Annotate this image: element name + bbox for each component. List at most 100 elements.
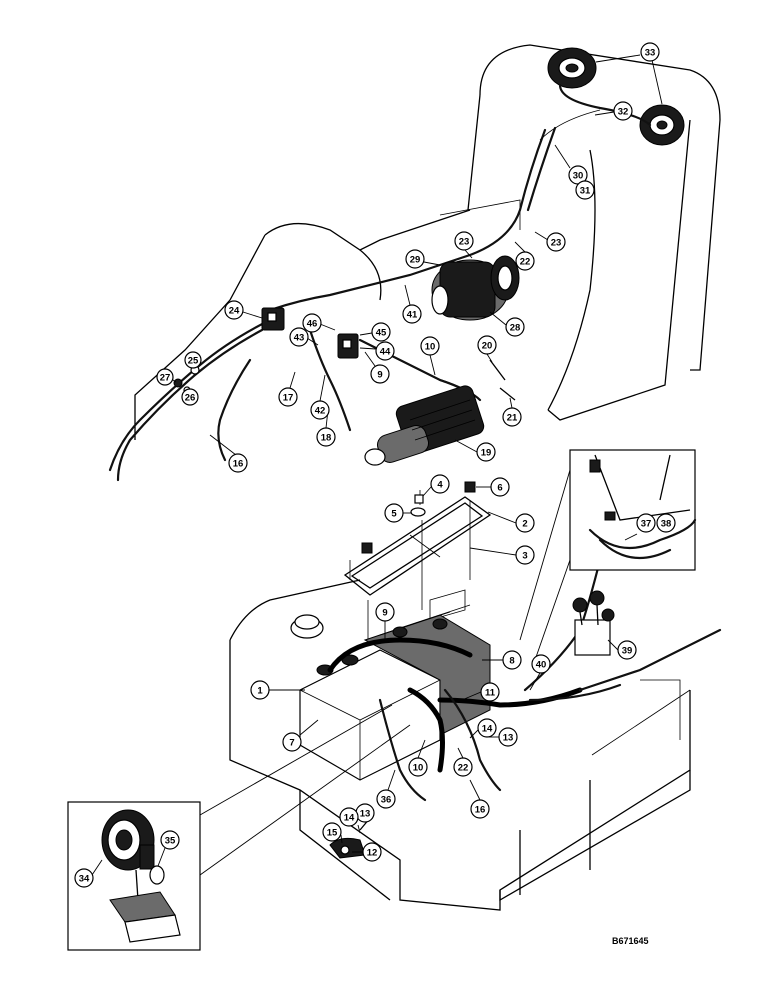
callout-10-upper-label: 10 — [425, 342, 436, 353]
callout-5-label: 5 — [391, 509, 397, 520]
callout-1-label: 1 — [257, 686, 263, 697]
callout-17: 17 — [278, 371, 298, 407]
callout-9-upper: 9 — [364, 351, 390, 384]
callout-37-label: 37 — [641, 519, 652, 530]
inset-dash-detail — [569, 449, 697, 571]
callout-28: 28 — [489, 311, 525, 337]
switch-45 — [337, 333, 359, 359]
bolt-21 — [499, 387, 516, 401]
callout-19-label: 19 — [481, 448, 492, 459]
callout-9-lower: 9 — [375, 602, 395, 640]
callout-11: 11 — [461, 682, 500, 702]
callout-46-label: 46 — [307, 319, 318, 330]
callout-23-right: 23 — [534, 231, 566, 252]
callout-41: 41 — [402, 284, 422, 324]
callout-22-lower: 22 — [453, 747, 473, 777]
callout-16-lower: 16 — [469, 779, 490, 819]
callout-35-label: 35 — [165, 836, 176, 847]
callout-14-lower-label: 14 — [344, 813, 355, 824]
drawing-number: B671645 — [612, 936, 649, 946]
callout-21-label: 21 — [507, 413, 518, 424]
callout-24: 24 — [224, 300, 263, 320]
callout-13-lower-label: 13 — [360, 809, 371, 820]
callout-20: 20 — [477, 335, 497, 363]
callout-43-label: 43 — [294, 333, 305, 344]
callout-11-label: 11 — [485, 688, 496, 699]
inset-dash-leaders — [519, 469, 571, 661]
callout-23-right-label: 23 — [551, 238, 562, 249]
callout-25: 25 — [184, 351, 202, 369]
callout-25-label: 25 — [188, 356, 199, 367]
callout-18: 18 — [316, 409, 336, 447]
callout-10-lower: 10 — [408, 739, 428, 777]
callout-41-label: 41 — [407, 310, 418, 321]
callout-29-label: 29 — [410, 255, 421, 266]
callout-14-lower: 14 — [339, 807, 361, 834]
callout-46: 46 — [302, 313, 336, 333]
callout-10-lower-label: 10 — [413, 763, 424, 774]
callout-20-label: 20 — [482, 341, 493, 352]
callout-9-upper-label: 9 — [377, 370, 382, 381]
callout-36: 36 — [376, 769, 396, 809]
callout-33-label: 33 — [645, 48, 656, 59]
callout-4: 4 — [422, 474, 450, 497]
callout-44-label: 44 — [380, 347, 391, 358]
callout-13-right: 13 — [488, 727, 518, 747]
callout-4-label: 4 — [437, 480, 443, 491]
callout-40-label: 40 — [536, 660, 547, 671]
callout-2: 2 — [487, 511, 535, 533]
callout-38-label: 38 — [661, 519, 672, 530]
callout-18-label: 18 — [321, 433, 332, 444]
upper-body-outline — [134, 44, 721, 440]
callout-1: 1 — [250, 680, 305, 700]
callout-16-upper-label: 16 — [233, 459, 244, 470]
callout-17-label: 17 — [283, 393, 294, 404]
callout-8: 8 — [482, 650, 522, 670]
switch-cluster-39 — [572, 590, 615, 656]
callout-23-mid-label: 23 — [459, 237, 470, 248]
callout-45: 45 — [359, 322, 391, 342]
switch-24 — [261, 307, 285, 331]
callout-6: 6 — [476, 477, 510, 497]
callout-13-lower: 13 — [355, 803, 375, 823]
callout-14-right: 14 — [469, 718, 497, 739]
callout-2-label: 2 — [522, 519, 527, 530]
upper-harness-wires — [108, 83, 652, 482]
callout-24-label: 24 — [229, 306, 240, 317]
callout-39: 39 — [607, 639, 637, 660]
callout-33: 33 — [595, 42, 663, 105]
callout-43: 43 — [289, 327, 319, 347]
callout-12-label: 12 — [367, 848, 378, 859]
nut-6 — [464, 481, 476, 493]
hold-down-frame — [343, 496, 492, 596]
callout-38: 38 — [656, 513, 676, 533]
callout-37: 37 — [624, 513, 656, 541]
callout-21: 21 — [502, 397, 522, 427]
callout-31: 31 — [575, 180, 595, 200]
callout-22-lower-label: 22 — [458, 763, 469, 774]
bolt-20 — [489, 359, 506, 381]
callout-26-label: 26 — [185, 393, 196, 404]
filler-cap — [290, 614, 324, 639]
nut-lower-left — [361, 542, 373, 554]
callout-27: 27 — [156, 368, 177, 386]
callout-42: 42 — [310, 374, 330, 420]
alternator — [431, 255, 520, 321]
callout-30: 30 — [554, 144, 588, 185]
callout-6-label: 6 — [497, 483, 502, 494]
callout-15: 15 — [322, 822, 343, 844]
callout-39-label: 39 — [622, 646, 633, 657]
callout-40: 40 — [529, 654, 551, 691]
callout-16-lower-label: 16 — [475, 805, 486, 816]
callout-36-label: 36 — [381, 795, 392, 806]
callout-16-upper: 16 — [209, 434, 248, 473]
battery-cables — [327, 558, 722, 802]
callout-34: 34 — [74, 859, 103, 888]
nut-4 — [414, 494, 424, 504]
fender-lamp-left — [547, 47, 597, 89]
callout-13-right-label: 13 — [503, 733, 514, 744]
callout-44: 44 — [359, 341, 395, 361]
callout-14-right-label: 14 — [482, 724, 493, 735]
starter-motor — [364, 385, 485, 466]
callout-22-upper-label: 22 — [520, 257, 531, 268]
